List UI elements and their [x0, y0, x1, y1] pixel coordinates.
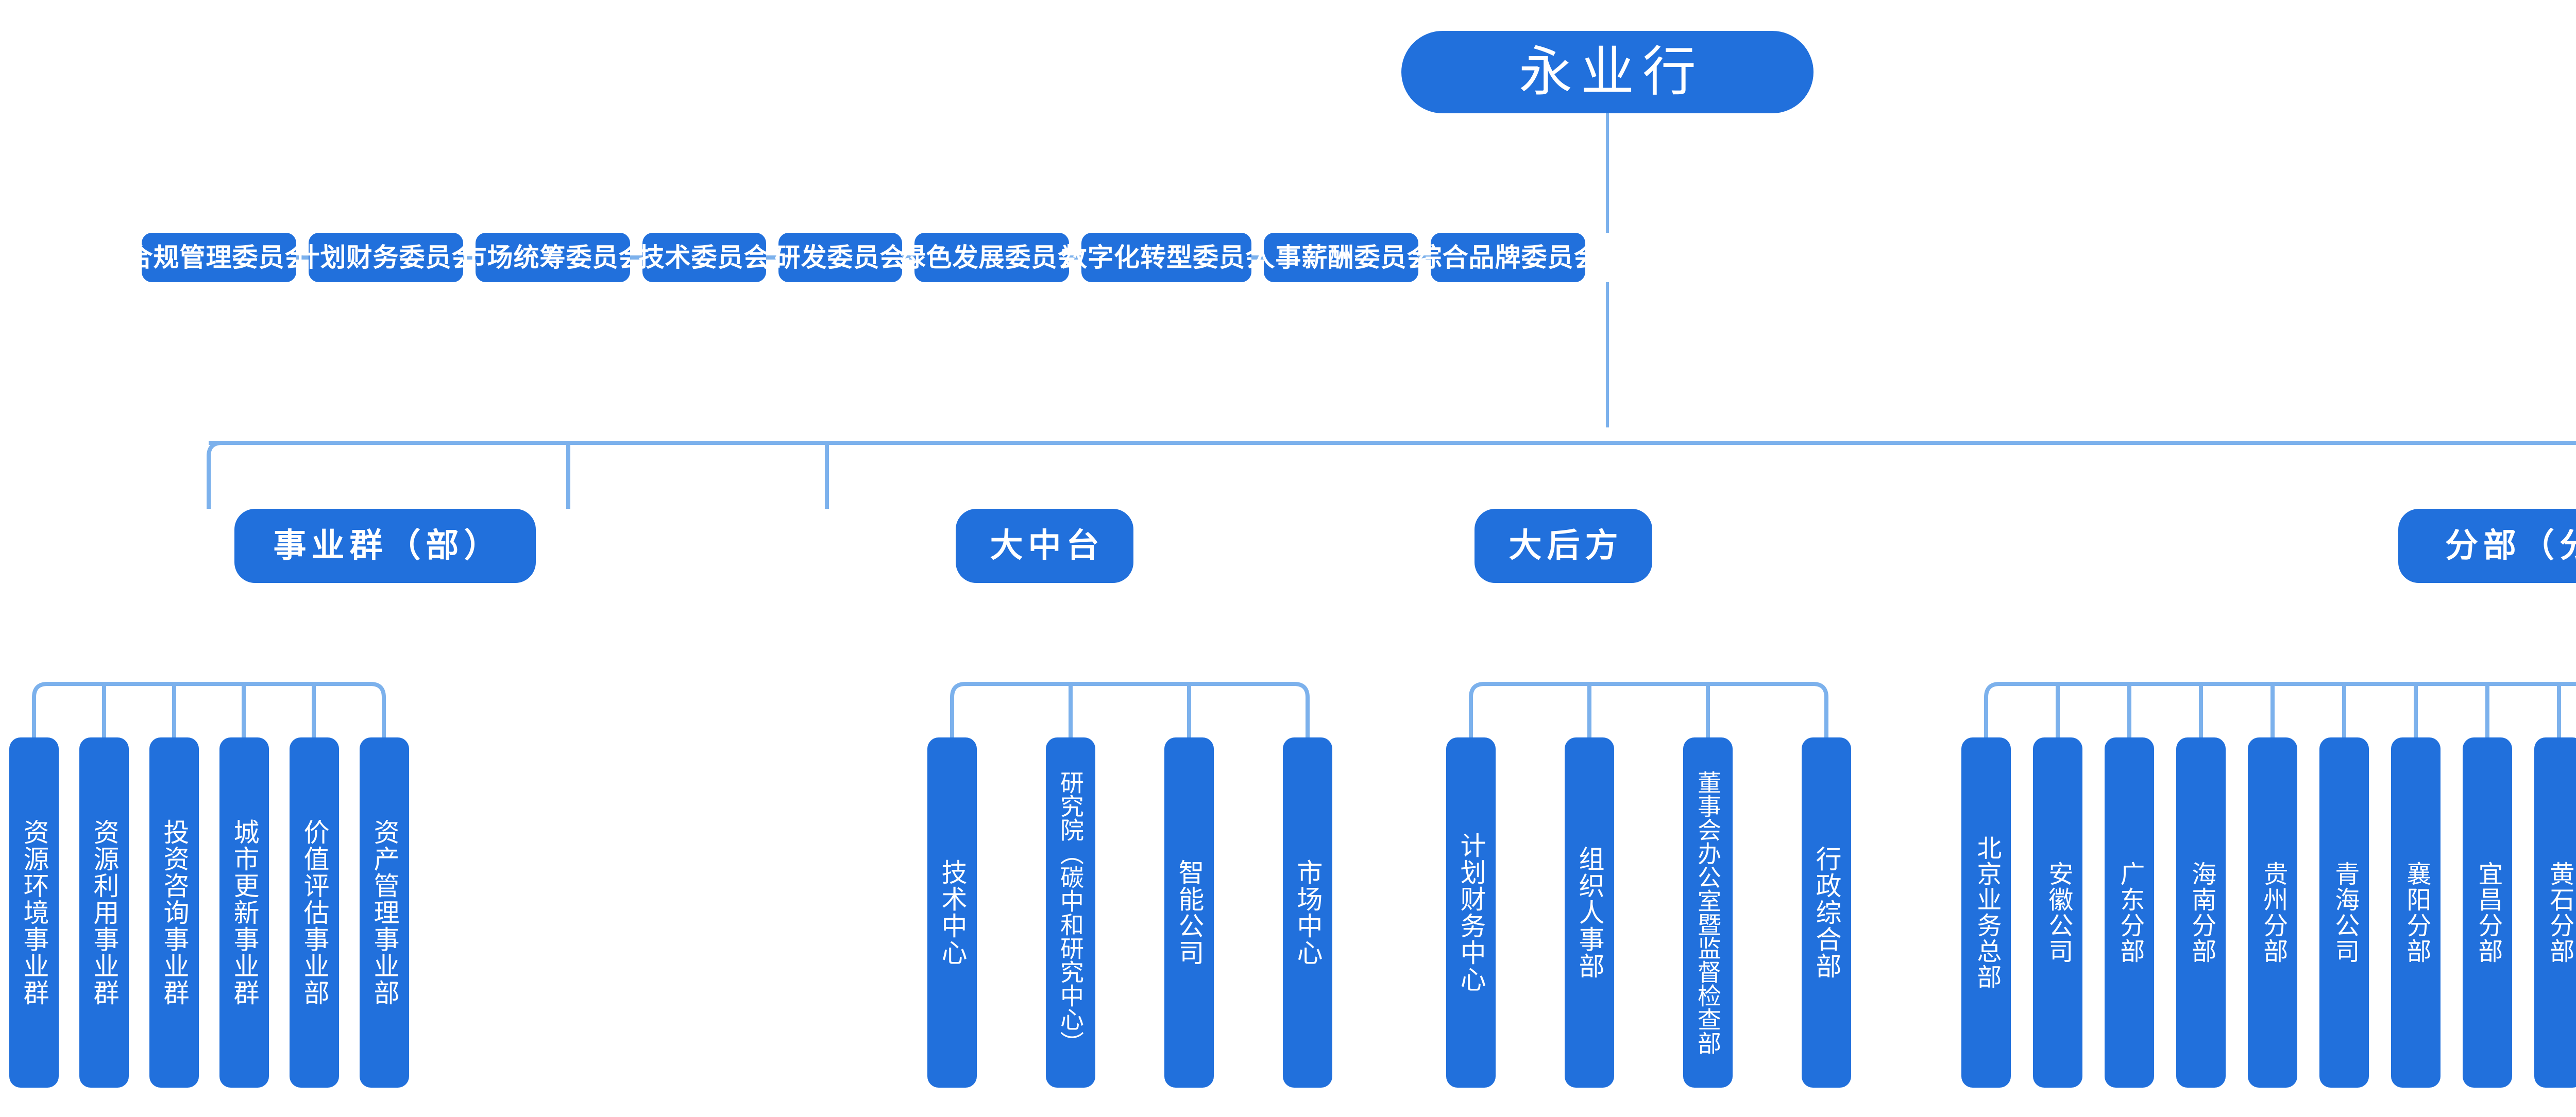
leaf-node-3-4[interactable]: 贵州分部: [2248, 737, 2297, 1088]
committee-node-2[interactable]: 市场统筹委员会: [461, 233, 645, 282]
group-node-0[interactable]: 事业群（部）: [234, 509, 536, 583]
leaf-node-1-2[interactable]: 智能公司: [1164, 737, 1214, 1088]
leaf-node-2-2[interactable]: 董事会办公室暨监督检查部: [1683, 737, 1733, 1088]
root-lower-stem-line: [1606, 282, 1609, 427]
committee-node-0[interactable]: 合规管理委员会: [127, 233, 311, 282]
group-node-1[interactable]: 大中台: [956, 509, 1133, 583]
leaf-bus-group-2: [1469, 682, 1828, 737]
committee-link-line: [463, 255, 476, 260]
committee-node-4[interactable]: 研发委员会: [775, 233, 906, 282]
committee-node-5[interactable]: 绿色发展委员会: [900, 233, 1083, 282]
leaf-bus-group-0: [32, 682, 386, 737]
leaf-node-0-0[interactable]: 资源环境事业群: [9, 737, 59, 1088]
leaf-node-2-3[interactable]: 行政综合部: [1802, 737, 1851, 1088]
committee-link-line: [630, 255, 642, 260]
committee-link-line: [1418, 255, 1431, 260]
leaf-node-2-1[interactable]: 组织人事部: [1565, 737, 1614, 1088]
committee-link-line: [296, 255, 309, 260]
leaf-node-3-1[interactable]: 安徽公司: [2033, 737, 2082, 1088]
leaf-node-0-1[interactable]: 资源利用事业群: [79, 737, 129, 1088]
group-node-3[interactable]: 分部（分公司）: [2398, 509, 2576, 583]
committee-node-3[interactable]: 技术委员会: [639, 233, 770, 282]
committee-node-8[interactable]: 综合品牌委员会: [1416, 233, 1600, 282]
committee-node-7[interactable]: 人事薪酬委员会: [1249, 233, 1433, 282]
leaf-node-3-0[interactable]: 北京业务总部: [1961, 737, 2011, 1088]
leaf-node-3-6[interactable]: 襄阳分部: [2391, 737, 2441, 1088]
committee-link-line: [1069, 255, 1081, 260]
committee-node-1[interactable]: 计划财务委员会: [294, 233, 478, 282]
leaf-node-0-4[interactable]: 价值评估事业部: [290, 737, 339, 1088]
root-node-yongyehang[interactable]: 永业行: [1401, 31, 1814, 113]
committee-link-line: [766, 255, 778, 260]
leaf-node-0-2[interactable]: 投资咨询事业群: [149, 737, 199, 1088]
leaf-node-3-2[interactable]: 广东分部: [2105, 737, 2154, 1088]
root-stem-line: [1606, 113, 1609, 233]
leaf-node-1-1[interactable]: 研究院（碳中和研究中心）: [1046, 737, 1095, 1088]
committee-link-line: [902, 255, 914, 260]
leaf-node-3-5[interactable]: 青海公司: [2319, 737, 2369, 1088]
committee-link-line: [1251, 255, 1264, 260]
committee-node-6[interactable]: 数字化转型委员会: [1061, 233, 1271, 282]
group-node-2[interactable]: 大后方: [1475, 509, 1652, 583]
leaf-bus-group-3: [1984, 682, 2576, 737]
leaf-node-2-0[interactable]: 计划财务中心: [1446, 737, 1496, 1088]
leaf-node-1-0[interactable]: 技术中心: [927, 737, 977, 1088]
leaf-node-3-7[interactable]: 宜昌分部: [2463, 737, 2512, 1088]
leaf-node-0-5[interactable]: 资产管理事业部: [360, 737, 409, 1088]
leaf-node-3-3[interactable]: 海南分部: [2176, 737, 2226, 1088]
group-bus-shape: [207, 441, 2576, 509]
leaf-node-0-3[interactable]: 城市更新事业群: [219, 737, 269, 1088]
leaf-bus-group-1: [950, 682, 1310, 737]
leaf-node-3-8[interactable]: 黄石分部: [2534, 737, 2576, 1088]
leaf-node-1-3[interactable]: 市场中心: [1283, 737, 1332, 1088]
